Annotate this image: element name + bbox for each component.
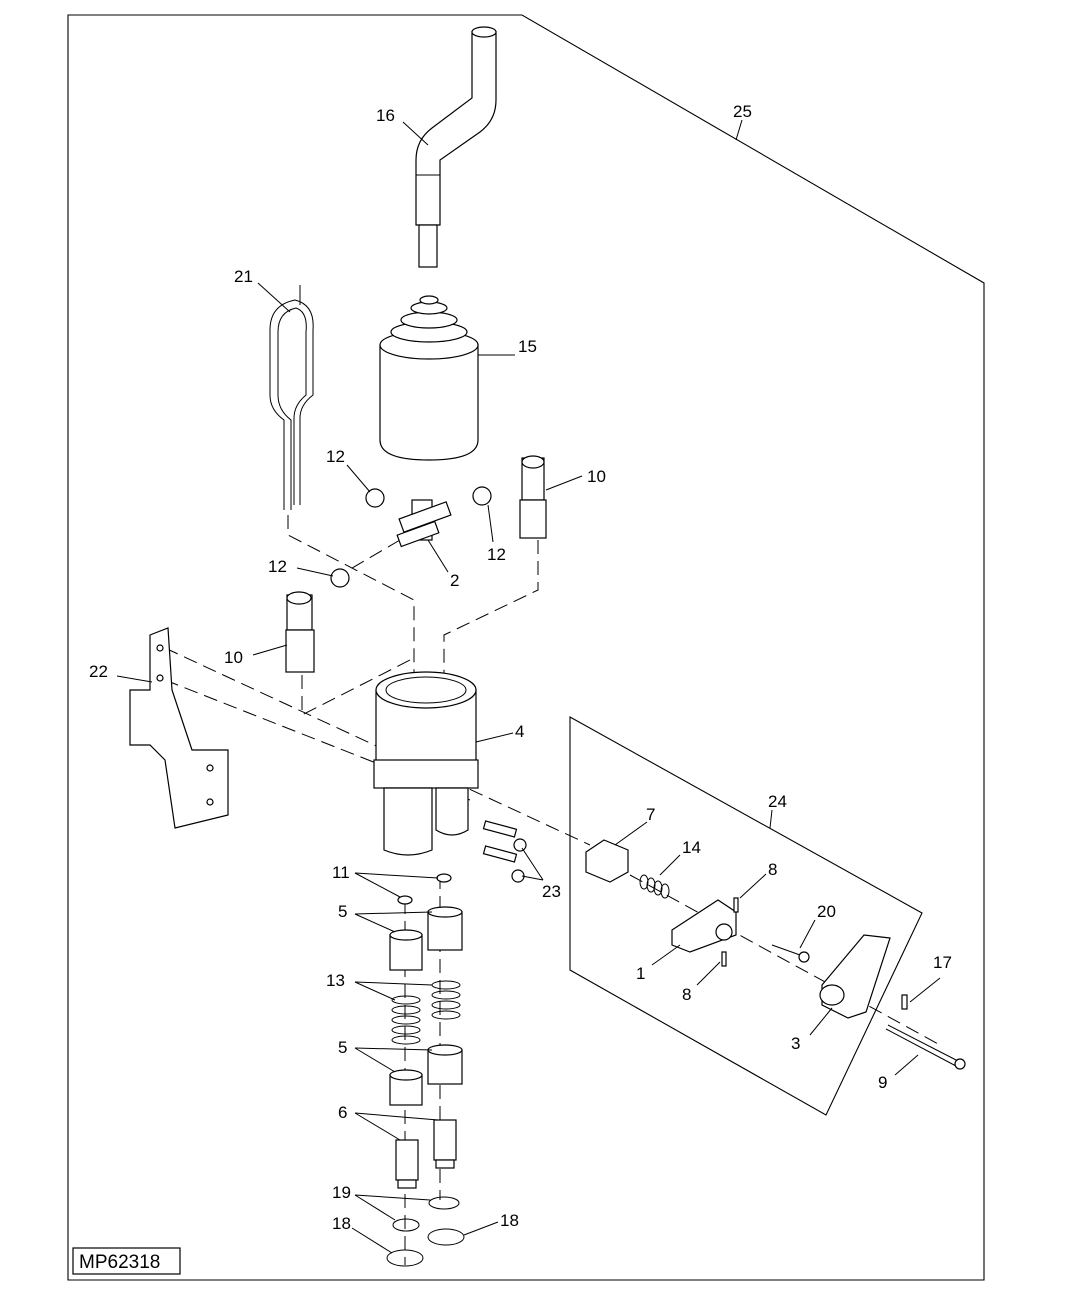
o-ring	[386, 1249, 424, 1267]
o-ring	[392, 1218, 420, 1232]
spacer-lower-left	[389, 1069, 423, 1106]
callout-4: 4	[515, 722, 524, 741]
spring-pin	[901, 994, 908, 1010]
figure-id: MP62318	[79, 1252, 160, 1273]
callout-3: 3	[791, 1034, 800, 1053]
spring-left	[391, 995, 421, 1045]
callout-17: 17	[933, 953, 952, 972]
callout-24: 24	[768, 792, 787, 811]
pivot-ball	[330, 568, 350, 588]
roll-pin	[733, 897, 739, 913]
callout-14: 14	[682, 838, 701, 857]
callout-18-left: 18	[332, 1214, 351, 1233]
callout-15: 15	[518, 337, 537, 356]
callout-12-right: 12	[487, 545, 506, 564]
callout-18-right: 18	[500, 1211, 519, 1230]
callout-5-upper: 5	[338, 902, 347, 921]
spacer-lower-right	[427, 1044, 463, 1085]
callout-7: 7	[646, 805, 655, 824]
spacer-upper-right	[427, 906, 463, 951]
callout-2: 2	[450, 571, 459, 590]
callout-9: 9	[878, 1073, 887, 1092]
callout-12-upper: 12	[326, 447, 345, 466]
callout-13: 13	[326, 971, 345, 990]
nut	[397, 895, 413, 905]
subassembly-frame-outline	[569, 716, 923, 1116]
callout-16: 16	[376, 106, 395, 125]
rubber-boot	[379, 295, 479, 461]
plunger-left	[395, 1139, 419, 1189]
callout-10-right: 10	[587, 467, 606, 486]
pivot-ball	[365, 488, 385, 508]
callout-labels: 16 25 21 15 12 10 12 2 12 10 22 4 24 7 1…	[89, 102, 952, 1233]
callout-8-lower: 8	[682, 985, 691, 1004]
figure-id-box: MP62318	[72, 1247, 181, 1275]
detent-block	[585, 839, 629, 883]
ball-socket-left	[285, 591, 315, 673]
callout-22: 22	[89, 662, 108, 681]
assembly-frame-outline	[67, 14, 985, 1281]
o-ring	[428, 1196, 460, 1210]
cap-screw	[771, 944, 810, 963]
callout-25: 25	[733, 102, 752, 121]
lever-plate	[671, 899, 737, 953]
ball-socket-right	[519, 455, 547, 539]
mounting-bolts	[482, 820, 527, 883]
callout-23: 23	[542, 882, 561, 901]
pivot-pin	[885, 1024, 966, 1070]
pivot-ball	[472, 486, 492, 506]
o-ring	[427, 1228, 465, 1246]
cross-pivot	[396, 499, 452, 548]
callout-5-lower: 5	[338, 1038, 347, 1057]
callout-19: 19	[332, 1183, 351, 1202]
roll-pin	[721, 951, 727, 967]
spring-right	[431, 980, 461, 1020]
plunger-right	[433, 1119, 457, 1169]
spacer-upper-left	[389, 929, 423, 971]
wire-spring-clip	[269, 285, 314, 510]
callout-11: 11	[332, 863, 350, 882]
callout-10-left: 10	[224, 648, 243, 667]
nut	[436, 873, 452, 883]
mounting-bracket	[129, 627, 229, 829]
callout-12-left: 12	[268, 557, 287, 576]
callout-6: 6	[338, 1103, 347, 1122]
callout-8-upper: 8	[768, 860, 777, 879]
detent-arm	[819, 934, 891, 1019]
valve-body	[373, 671, 479, 856]
callout-20: 20	[817, 902, 836, 921]
shift-lever	[415, 26, 497, 268]
detent-spring	[639, 874, 670, 899]
callout-21: 21	[234, 267, 253, 286]
callout-1: 1	[636, 964, 645, 983]
leader-lines	[116, 119, 941, 1254]
